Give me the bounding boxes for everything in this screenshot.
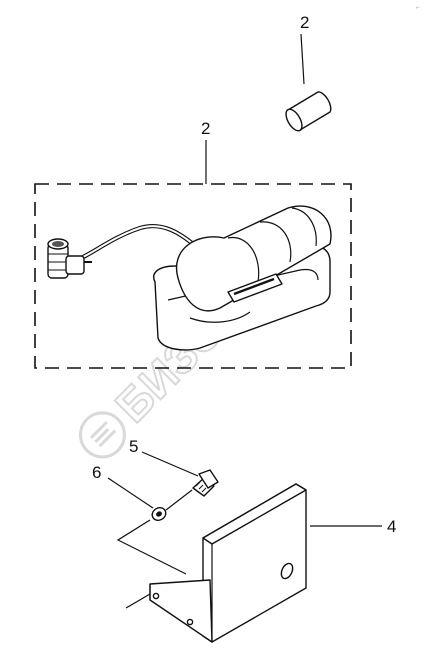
- assembly-line-lower: [125, 593, 151, 609]
- leader-6: [107, 477, 154, 509]
- part-1-dashed-frame: [34, 183, 352, 369]
- fastener-axis: [165, 489, 193, 511]
- callout-2: 2: [300, 13, 309, 32]
- leader-2: [300, 33, 305, 85]
- callout-5: 5: [129, 437, 138, 456]
- callout-1: 2: [201, 119, 210, 138]
- leader-5: [141, 451, 199, 477]
- watermark-logo-icon: [78, 411, 126, 459]
- part-4-bracket: [149, 483, 307, 643]
- corner-mark: ⌐: [416, 5, 420, 11]
- part-6-washer: [151, 507, 167, 521]
- part-1-module: [47, 205, 332, 351]
- connector-icon: [47, 238, 92, 279]
- assembly-line: [116, 519, 187, 575]
- part-2-cylinder: [285, 91, 332, 132]
- callout-4: 4: [387, 517, 396, 536]
- callout-6: 6: [92, 463, 101, 482]
- part-5-bolt: [192, 469, 219, 497]
